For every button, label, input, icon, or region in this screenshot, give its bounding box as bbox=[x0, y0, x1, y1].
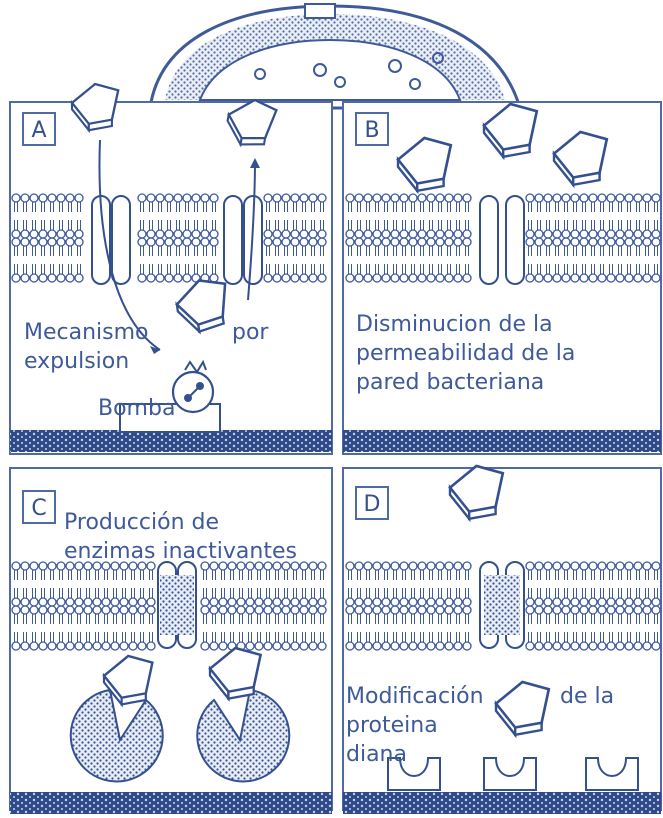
panel-b-letter: B bbox=[355, 112, 389, 146]
top-cell-structure bbox=[150, 4, 520, 108]
panel-d-caption: Modificación proteina diana bbox=[346, 682, 484, 769]
panel-a-caption-por: por bbox=[232, 318, 268, 347]
panel-a-caption: Mecanismo expulsion bbox=[24, 318, 149, 376]
panel-c-caption: Producción de enzimas inactivantes bbox=[64, 508, 297, 566]
panel-c-letter: C bbox=[22, 490, 56, 524]
panel-d-letter: D bbox=[355, 486, 389, 520]
panel-b-art bbox=[343, 102, 661, 454]
panel-d-caption-right: de la bbox=[560, 682, 614, 711]
panel-b-caption: Disminucion de la permeabilidad de la pa… bbox=[356, 310, 575, 397]
pump-label: Bomba bbox=[98, 394, 175, 423]
panel-a-letter: A bbox=[22, 112, 56, 146]
